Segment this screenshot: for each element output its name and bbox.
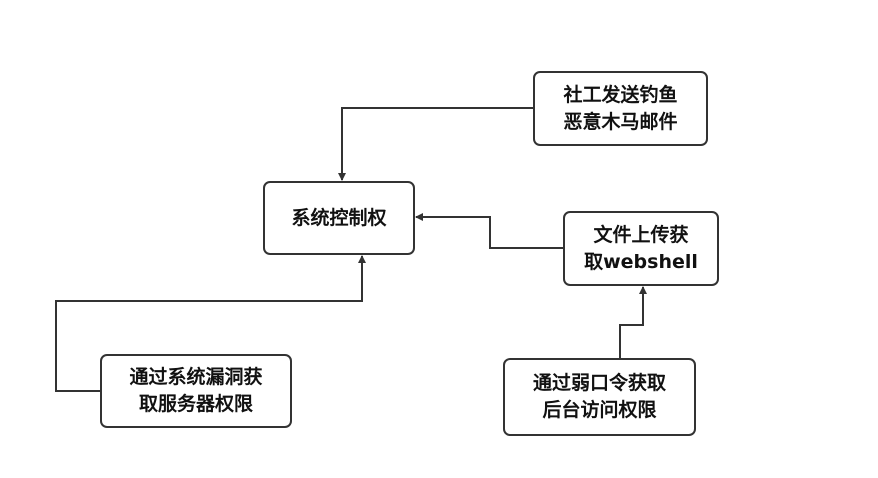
edge-upload-to-target — [415, 213, 563, 249]
node-system-control: 系统控制权 — [263, 181, 415, 255]
node-label-line-2: 取webshell — [584, 250, 698, 273]
edge-phishing-to-target — [338, 107, 533, 181]
edge-vuln-to-target — [55, 255, 366, 392]
node-label-line-1: 文件上传获 — [593, 223, 689, 246]
node-label-line-1: 通过系统漏洞获 — [129, 366, 263, 388]
node-label-line-2: 恶意木马邮件 — [563, 110, 678, 133]
node-weak-password: 通过弱口令获取 后台访问权限 — [503, 358, 696, 436]
node-file-upload-webshell: 文件上传获 取webshell — [563, 211, 719, 286]
node-label-line-1: 社工发送钓鱼 — [563, 83, 678, 106]
node-label-line-2: 取服务器权限 — [138, 393, 253, 415]
node-phishing-email: 社工发送钓鱼 恶意木马邮件 — [533, 71, 708, 146]
node-label-line-2: 后台访问权限 — [542, 399, 657, 421]
node-label-line-1: 通过弱口令获取 — [532, 372, 666, 394]
edge-weakpwd-to-upload — [619, 286, 647, 358]
node-system-vulnerability: 通过系统漏洞获 取服务器权限 — [100, 354, 292, 428]
node-label: 系统控制权 — [291, 206, 387, 229]
